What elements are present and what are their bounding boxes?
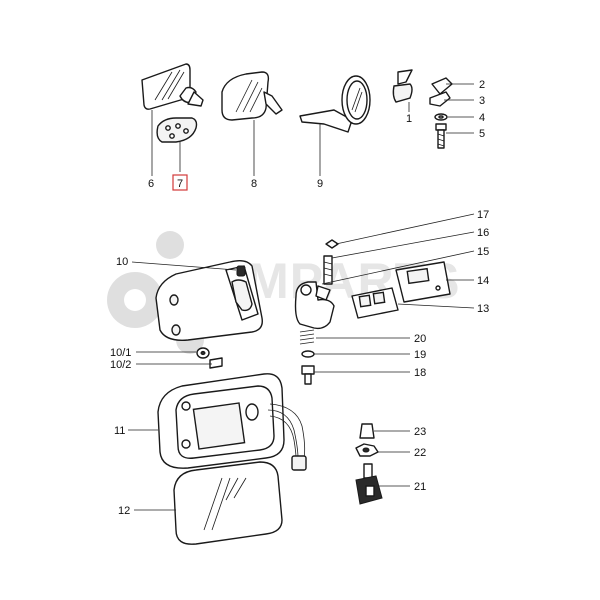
part-20-spring bbox=[299, 329, 315, 345]
part-8-mirror bbox=[221, 71, 283, 121]
callout-23[interactable]: 23 bbox=[414, 426, 426, 438]
part-9-mirror bbox=[299, 75, 371, 133]
callout-17[interactable]: 17 bbox=[477, 209, 489, 221]
callout-18[interactable]: 18 bbox=[414, 367, 426, 379]
part-16-screw bbox=[323, 255, 333, 285]
part-10-2-screw bbox=[209, 357, 223, 369]
callout-13[interactable]: 13 bbox=[477, 303, 489, 315]
part-7-gasket bbox=[156, 117, 198, 143]
part-4-washer bbox=[434, 113, 448, 121]
part-12-glass bbox=[173, 461, 283, 545]
callout-7[interactable]: 7 bbox=[177, 178, 183, 190]
callout-14[interactable]: 14 bbox=[477, 275, 489, 287]
part-5-screw bbox=[435, 123, 447, 149]
callout-1[interactable]: 1 bbox=[406, 113, 412, 125]
callout-4[interactable]: 4 bbox=[479, 112, 485, 124]
part-1-clip bbox=[392, 69, 413, 103]
callout-15[interactable]: 15 bbox=[477, 246, 489, 258]
part-10-1-nut bbox=[196, 347, 210, 359]
callout-9[interactable]: 9 bbox=[317, 178, 323, 190]
callout-10[interactable]: 10 bbox=[116, 256, 128, 268]
part-22-nut bbox=[355, 443, 379, 457]
part-15-bracket bbox=[294, 281, 335, 330]
callout-19[interactable]: 19 bbox=[414, 349, 426, 361]
part-11-housing bbox=[157, 373, 307, 471]
callout-12[interactable]: 12 bbox=[118, 505, 130, 517]
part-2-cover bbox=[431, 77, 453, 95]
callout-21[interactable]: 21 bbox=[414, 481, 426, 493]
part-13-frame bbox=[351, 287, 399, 319]
leader-lines bbox=[128, 83, 475, 511]
callout-6[interactable]: 6 bbox=[148, 178, 154, 190]
part-17-nut bbox=[325, 239, 339, 249]
part-19-washer bbox=[301, 350, 315, 358]
part-23-knob bbox=[359, 423, 375, 439]
callout-11[interactable]: 11 bbox=[114, 425, 125, 437]
callout-5[interactable]: 5 bbox=[479, 128, 485, 140]
part-6-mirror bbox=[141, 63, 204, 110]
callout-16[interactable]: 16 bbox=[477, 227, 489, 239]
part-10-mirror-base bbox=[155, 259, 263, 341]
part-14-switch-plate bbox=[395, 261, 451, 303]
part-18-screw bbox=[301, 365, 315, 385]
highlight-box-part-7 bbox=[172, 174, 188, 191]
callout-2[interactable]: 2 bbox=[479, 79, 485, 91]
callout-20[interactable]: 20 bbox=[414, 333, 426, 345]
callout-10-2[interactable]: 10/2 bbox=[110, 359, 131, 371]
callout-10-1[interactable]: 10/1 bbox=[110, 347, 131, 359]
part-21-switch bbox=[355, 463, 383, 505]
callout-8[interactable]: 8 bbox=[251, 178, 257, 190]
callout-22[interactable]: 22 bbox=[414, 447, 426, 459]
callout-3[interactable]: 3 bbox=[479, 95, 485, 107]
part-3-gasket bbox=[429, 91, 451, 107]
callout-labels: 1 2 3 4 5 6 7 8 9 10 10/1 10/2 11 12 13 … bbox=[110, 79, 489, 517]
